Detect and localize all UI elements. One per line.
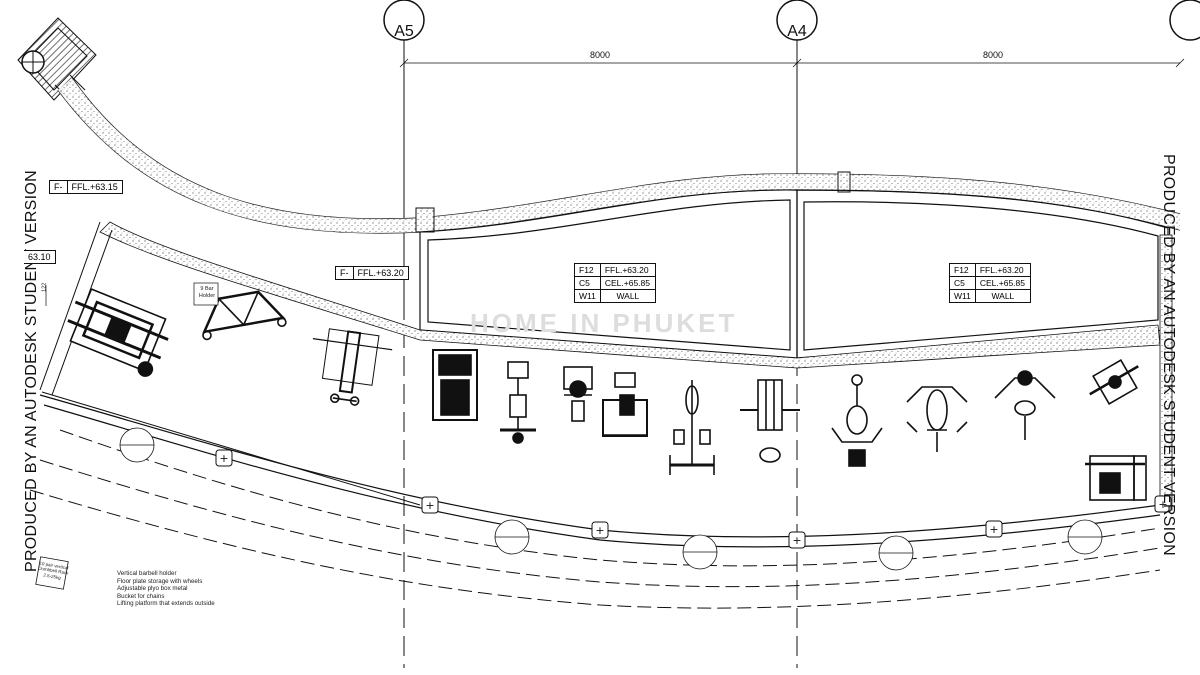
machine-2-icon xyxy=(563,366,593,422)
svg-text:+: + xyxy=(1158,498,1167,511)
note-item: Floor plate storage with wheels xyxy=(117,577,203,585)
railing xyxy=(29,394,1161,609)
note-item: Lifting platform that extends outside xyxy=(117,600,215,608)
machine-4-icon xyxy=(669,380,715,475)
grid-label-a4: A4 xyxy=(787,23,807,40)
svg-text:+: + xyxy=(219,452,228,465)
treadmill-icon xyxy=(432,349,478,421)
power-rack-icon xyxy=(67,288,169,377)
level-tag: 63.10 xyxy=(24,250,56,264)
column-post xyxy=(17,17,97,101)
gym-equipment xyxy=(67,288,1147,501)
machine-5-icon xyxy=(740,379,800,463)
leg-press-icon xyxy=(202,290,287,341)
note-item: Bucket for chains xyxy=(117,592,165,600)
grid-label-a5: A5 xyxy=(394,23,414,40)
svg-text:+: + xyxy=(595,524,604,537)
level-tag: F-FFL.+63.20 xyxy=(335,266,409,280)
side-dimension: 122 xyxy=(41,282,48,292)
machine-8-icon xyxy=(994,370,1056,440)
grid-bubbles xyxy=(383,0,1200,41)
machine-6-icon xyxy=(831,374,883,467)
student-version-watermark-right: PRODUCED BY AN AUTODESK STUDENT VERSION xyxy=(1160,153,1177,556)
machine-10-icon xyxy=(1085,455,1147,501)
dimension-text: 8000 xyxy=(590,50,611,60)
svg-text:+: + xyxy=(989,523,998,536)
bench-icon xyxy=(312,328,393,406)
machine-9-icon xyxy=(1089,359,1139,405)
dimension-text: 8000 xyxy=(983,50,1004,60)
equipment-notes: Vertical barbell holder Floor plate stor… xyxy=(117,570,215,608)
machine-3-icon xyxy=(602,372,648,437)
railing-posts xyxy=(215,449,1172,549)
svg-text:+: + xyxy=(425,499,434,512)
machine-1-icon xyxy=(500,361,536,444)
light-fixtures xyxy=(119,427,1103,571)
dimension-line xyxy=(399,58,1185,68)
center-watermark: HOME IN PHUKET xyxy=(470,308,738,338)
bar-holder-label: 9 Bar Holder xyxy=(198,286,216,299)
dumbbell-rack-icon xyxy=(35,556,69,590)
level-tag: F-FFL.+63.15 xyxy=(49,180,123,194)
machine-7-icon xyxy=(906,386,968,452)
note-item: Vertical barbell holder xyxy=(117,570,177,577)
svg-text:+: + xyxy=(792,534,801,547)
note-item: Adjustable plyo box metal xyxy=(117,585,188,593)
